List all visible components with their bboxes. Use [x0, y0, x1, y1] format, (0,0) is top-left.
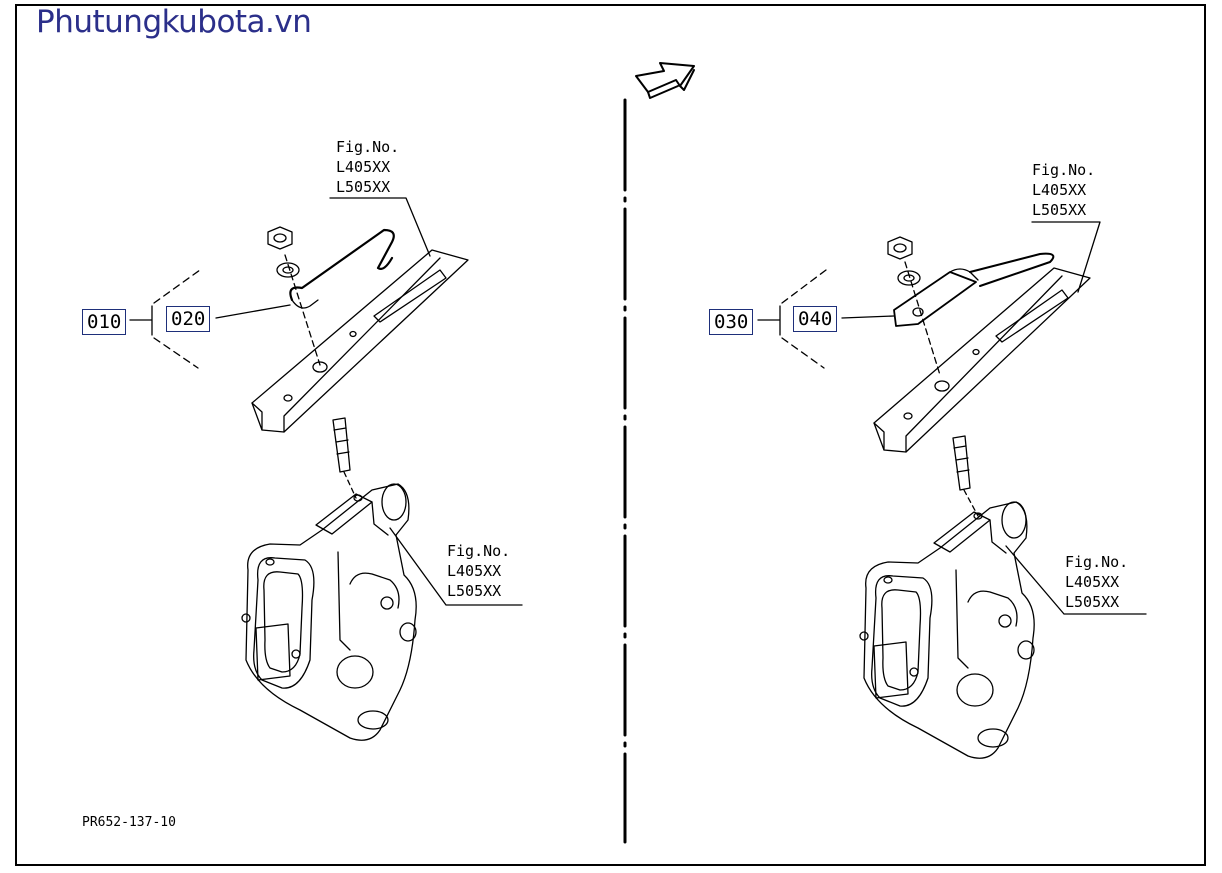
right-pin [952, 435, 971, 491]
left-pin [332, 417, 351, 473]
figure-code: PR652-137-10 [82, 815, 176, 830]
right-assembly-bracket [757, 305, 781, 336]
part-040-button[interactable]: 040 [793, 306, 838, 332]
right-upper-fig-label: Fig.No. L405XX L505XX [1032, 160, 1095, 220]
left-spring-wire [289, 228, 395, 302]
part-020-button[interactable]: 020 [166, 306, 211, 332]
right-plate-arm [893, 252, 1055, 327]
left-nut-icon [267, 226, 293, 250]
fig-title: Fig.No. [1065, 553, 1129, 571]
part-010-button[interactable]: 010 [82, 309, 127, 335]
drawing-frame [15, 4, 1206, 866]
part-030-button[interactable]: 030 [709, 309, 754, 335]
right-nut-icon [887, 236, 913, 260]
left-housing [241, 483, 417, 741]
fig-code-2: L505XX [1065, 593, 1120, 611]
left-upper-fig-label: Fig.No. L405XX L505XX [336, 137, 399, 197]
left-lever-plate [251, 249, 469, 433]
right-housing [859, 501, 1035, 759]
right-lower-fig-label: Fig.No. L405XX L505XX [1065, 552, 1128, 612]
fig-code-1: L405XX [1032, 181, 1087, 199]
left-lower-fig-label: Fig.No. L405XX L505XX [447, 541, 510, 601]
fig-code-1: L405XX [1065, 573, 1120, 591]
fig-code-2: L505XX [447, 582, 502, 600]
arrow-right-icon [635, 62, 695, 99]
left-washer-icon [276, 262, 300, 278]
fig-title: Fig.No. [1032, 161, 1096, 179]
right-lever-plate [873, 267, 1091, 453]
fig-title: Fig.No. [447, 542, 511, 560]
fig-code-2: L505XX [336, 178, 391, 196]
watermark: Phutungkubota.vn [36, 4, 312, 40]
fig-code-1: L405XX [447, 562, 502, 580]
fig-code-2: L505XX [1032, 201, 1087, 219]
left-assembly-bracket [129, 305, 153, 336]
fig-code-1: L405XX [336, 158, 391, 176]
fig-title: Fig.No. [336, 138, 400, 156]
